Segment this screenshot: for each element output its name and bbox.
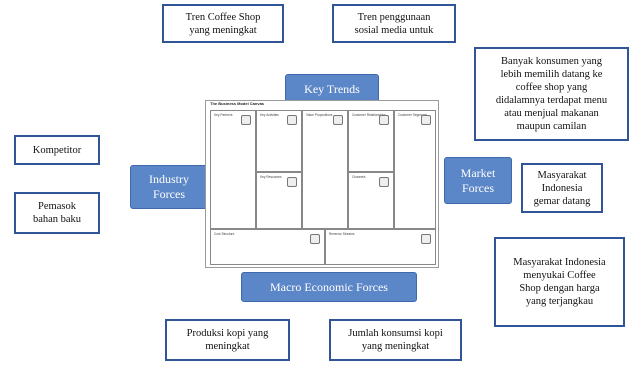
cell-label: Cost Structure bbox=[214, 232, 235, 236]
business-model-canvas: The Business Model Canvas Key Partners K… bbox=[205, 100, 439, 268]
cell-label: Key Partners bbox=[214, 113, 233, 117]
note-banyak-konsumen: Banyak konsumen yang lebih memilih datan… bbox=[474, 47, 629, 141]
canvas-cell-value-propositions: Value Propositions bbox=[302, 110, 348, 229]
note-masyarakat-gemar: Masyarakat Indonesia gemar datang bbox=[521, 163, 603, 213]
canvas-cell-key-resources: Key Resources bbox=[256, 172, 302, 229]
link-icon bbox=[241, 115, 251, 125]
industry-forces-box: Industry Forces bbox=[130, 165, 208, 209]
cell-label: Channels bbox=[352, 175, 366, 179]
activity-icon bbox=[287, 115, 297, 125]
note-tren-sosial-media: Tren penggunaan sosial media untuk bbox=[332, 4, 456, 43]
note-kompetitor: Kompetitor bbox=[14, 135, 100, 165]
note-masyarakat-menyukai: Masyarakat Indonesia menyukai Coffee Sho… bbox=[494, 237, 625, 327]
gift-icon bbox=[333, 115, 343, 125]
canvas-title: The Business Model Canvas bbox=[210, 101, 265, 106]
note-produksi-kopi: Produksi kopi yang meningkat bbox=[165, 319, 290, 361]
canvas-cell-key-partners: Key Partners bbox=[210, 110, 256, 229]
market-forces-box: Market Forces bbox=[444, 157, 512, 204]
cell-label: Customer Relationships bbox=[352, 113, 386, 117]
cell-label: Revenue Streams bbox=[329, 232, 355, 236]
note-jumlah-konsumsi: Jumlah konsumsi kopi yang meningkat bbox=[329, 319, 462, 361]
cell-label: Key Activities bbox=[260, 113, 279, 117]
heart-icon bbox=[379, 115, 389, 125]
truck-icon bbox=[379, 177, 389, 187]
canvas-cell-customer-segments: Customer Segments bbox=[394, 110, 436, 229]
cell-label: Customer Segments bbox=[398, 113, 428, 117]
money-bag-icon bbox=[421, 234, 431, 244]
cell-label: Key Resources bbox=[260, 175, 282, 179]
note-tren-coffee-shop: Tren Coffee Shop yang meningkat bbox=[162, 4, 284, 43]
canvas-cell-key-activities: Key Activities bbox=[256, 110, 302, 172]
resource-icon bbox=[287, 177, 297, 187]
canvas-cell-channels: Channels bbox=[348, 172, 394, 229]
macro-economic-forces-box: Macro Economic Forces bbox=[241, 272, 417, 302]
canvas-cell-customer-relationships: Customer Relationships bbox=[348, 110, 394, 172]
note-pemasok: Pemasok bahan baku bbox=[14, 192, 100, 234]
key-trends-box: Key Trends bbox=[285, 74, 379, 104]
cell-label: Value Propositions bbox=[306, 113, 333, 117]
canvas-cell-revenue-streams: Revenue Streams bbox=[325, 229, 436, 265]
canvas-cell-cost-structure: Cost Structure bbox=[210, 229, 325, 265]
tag-icon bbox=[310, 234, 320, 244]
people-icon bbox=[421, 115, 431, 125]
